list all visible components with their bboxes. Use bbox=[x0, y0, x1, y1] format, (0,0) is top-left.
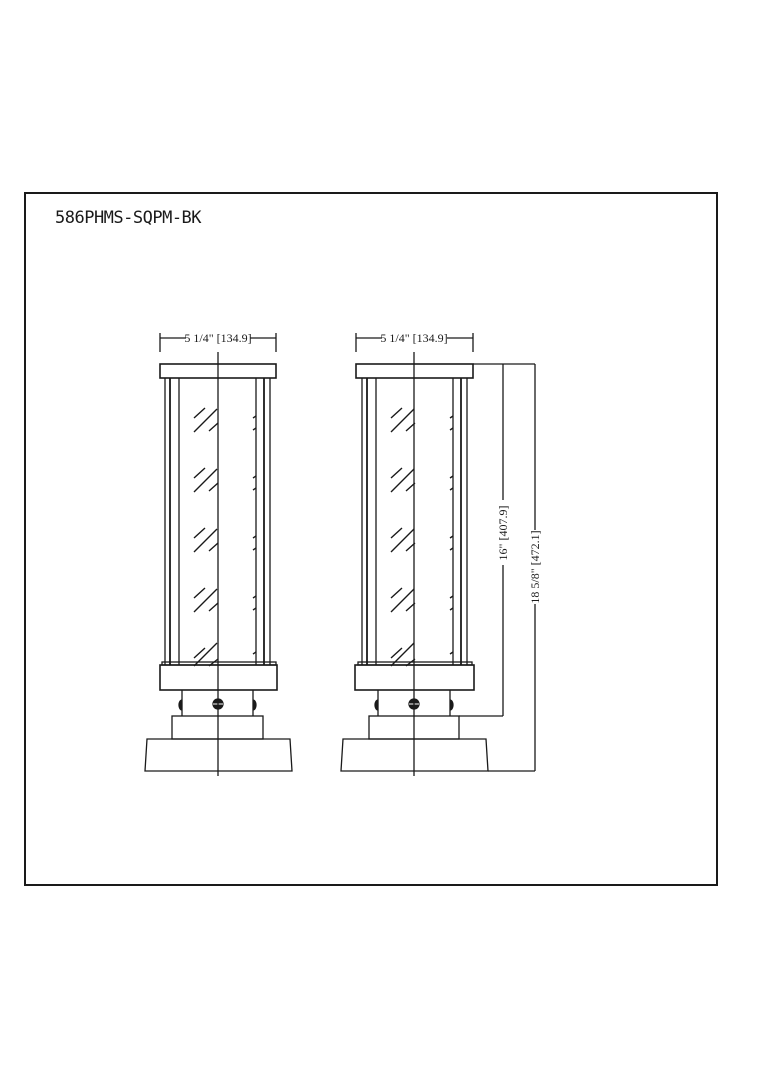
model-number: 586PHMS-SQPM-BK bbox=[55, 208, 202, 228]
overall-height-dimension: 18 5/8" [472.1] bbox=[528, 530, 542, 603]
drawing-frame bbox=[24, 192, 718, 886]
fixture-height-dimension: 16" [407.9] bbox=[496, 506, 510, 561]
front-width-dimension: 5 1/4" [134.9] bbox=[184, 331, 251, 345]
side-width-dimension: 5 1/4" [134.9] bbox=[380, 331, 447, 345]
side-view-lantern bbox=[340, 333, 536, 776]
front-view-lantern bbox=[144, 333, 293, 776]
